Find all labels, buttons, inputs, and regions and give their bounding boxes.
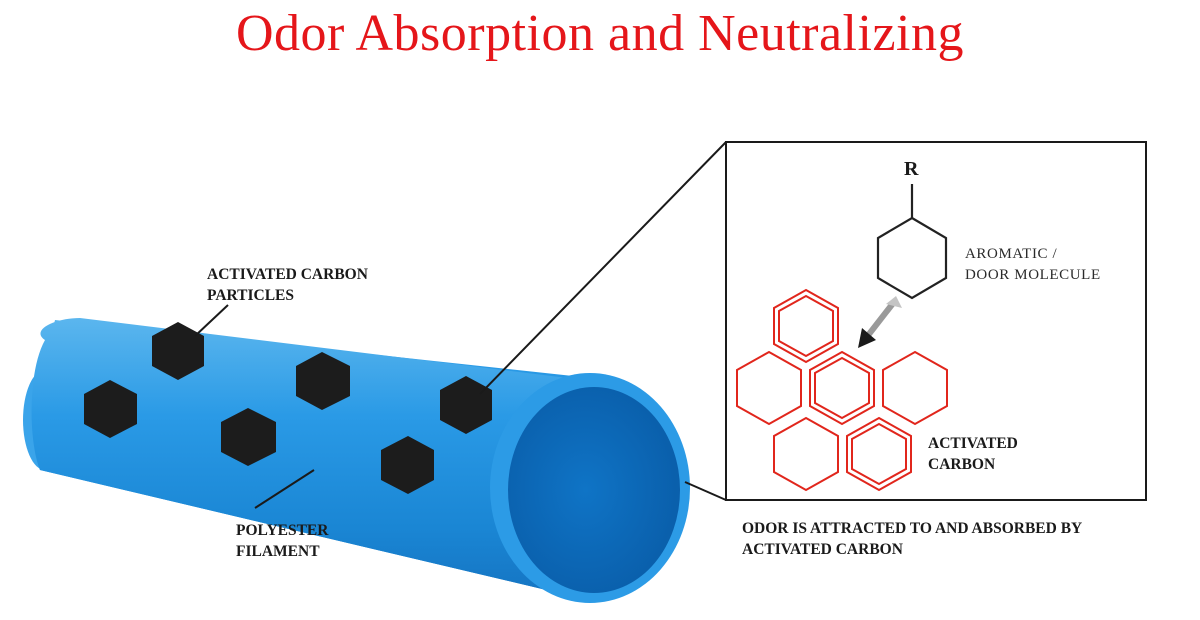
carbon-ring — [882, 350, 948, 426]
benzene-ring — [876, 216, 948, 300]
molecule-label-line2: DOOR MOLECULE — [965, 267, 1101, 283]
r-group-label: R — [904, 158, 919, 180]
attraction-arrow-icon — [858, 296, 902, 348]
carbon-ring — [773, 416, 839, 492]
activated-carbon-label-line2: CARBON — [928, 456, 996, 473]
activated-carbon-label: ACTIVATED CARBON — [928, 433, 1018, 475]
carbon-particle — [440, 376, 492, 434]
molecule-label-line1: AROMATIC / — [965, 246, 1058, 262]
activated-carbon-lattice — [736, 288, 948, 492]
carbon-ring — [773, 288, 839, 364]
carbon-particles-label: ACTIVATED CARBON PARTICLES — [207, 264, 368, 306]
carbon-particle — [381, 436, 434, 494]
page-title: Odor Absorption and Neutralizing — [236, 5, 964, 62]
callout-lines — [194, 141, 727, 509]
leader-filament — [254, 469, 315, 509]
caption: ODOR IS ATTRACTED TO AND ABSORBED BY ACT… — [742, 518, 1082, 560]
leader-carbon-particles — [194, 304, 229, 337]
zoom-line-bottom — [684, 481, 727, 501]
aromatic-molecule — [876, 184, 948, 300]
caption-line2: ACTIVATED CARBON — [742, 541, 903, 558]
carbon-particles — [84, 322, 492, 494]
carbon-particle — [84, 380, 137, 438]
carbon-ring-inner — [778, 294, 834, 358]
polyester-filament — [23, 318, 690, 603]
carbon-particle — [152, 322, 204, 380]
filament-label: POLYESTER FILAMENT — [236, 520, 328, 562]
carbon-ring-inner — [851, 422, 907, 486]
caption-line1: ODOR IS ATTRACTED TO AND ABSORBED BY — [742, 520, 1083, 537]
carbon-ring-inner — [814, 356, 870, 420]
zoom-inset-box — [725, 141, 1147, 501]
activated-carbon-label-line1: ACTIVATED — [928, 435, 1018, 452]
carbon-particles-label-line2: PARTICLES — [207, 287, 295, 304]
filament-label-line2: FILAMENT — [236, 543, 320, 560]
carbon-particle — [221, 408, 276, 466]
carbon-ring — [809, 350, 875, 426]
filament-cut-end — [508, 387, 680, 593]
zoom-line-top — [479, 141, 727, 395]
molecule-label: AROMATIC / DOOR MOLECULE — [965, 244, 1101, 286]
carbon-ring — [846, 416, 912, 492]
carbon-ring — [736, 350, 802, 426]
carbon-particle — [296, 352, 350, 410]
carbon-particles-label-line1: ACTIVATED CARBON — [207, 266, 368, 283]
filament-label-line1: POLYESTER — [236, 522, 329, 539]
